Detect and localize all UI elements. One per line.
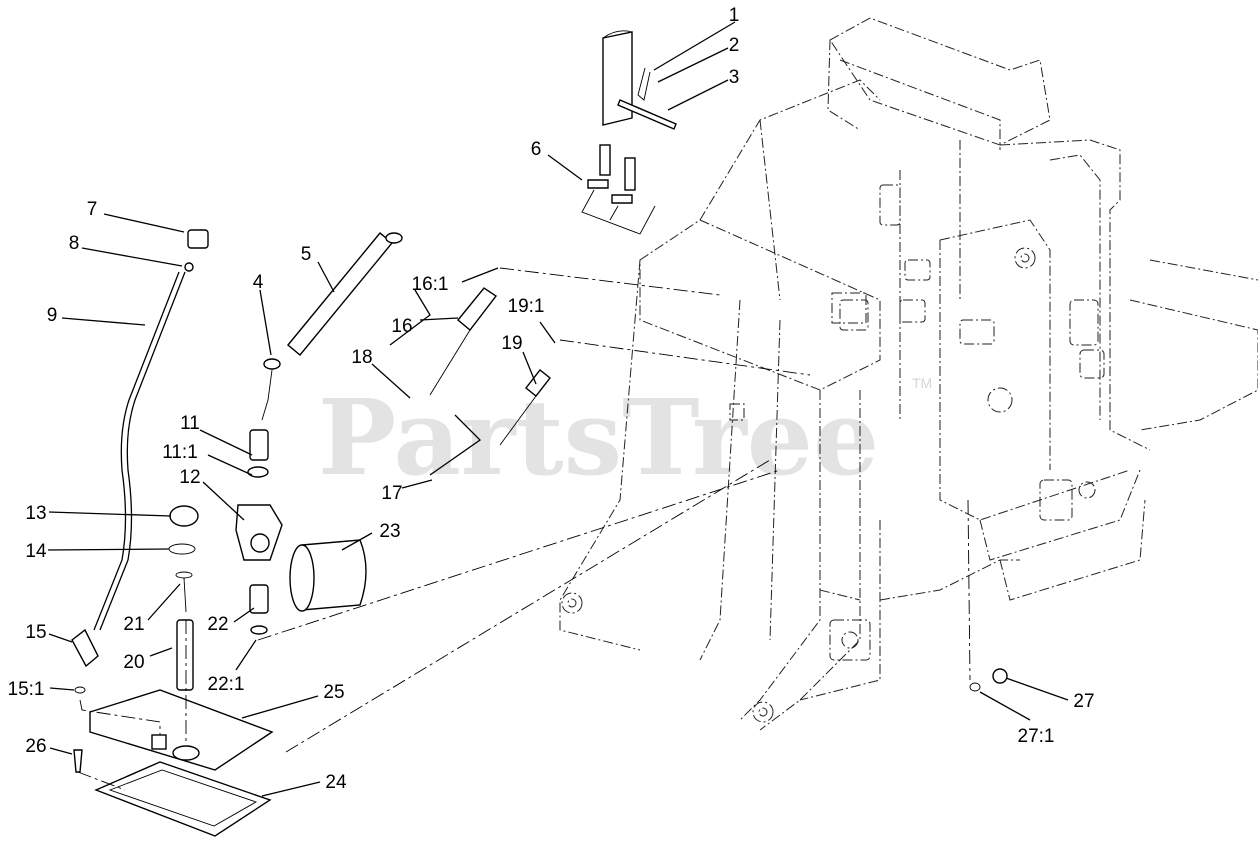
callout-15-1[interactable]: 15:1 <box>8 679 45 700</box>
callout-14[interactable]: 14 <box>25 541 47 562</box>
callout-16-1[interactable]: 16:1 <box>412 274 449 295</box>
callout-18[interactable]: 18 <box>351 347 372 368</box>
callout-19[interactable]: 19 <box>501 333 522 354</box>
callout-25[interactable]: 25 <box>323 682 344 703</box>
part-art <box>71 30 1008 837</box>
callout-19-1[interactable]: 19:1 <box>508 296 545 317</box>
callout-labels: 1 2 3 6 7 8 9 5 4 16:1 19:1 16 19 18 17 … <box>8 5 1095 793</box>
watermark-trademark: TM <box>912 375 932 391</box>
callout-11[interactable]: 11 <box>180 413 200 434</box>
callout-17[interactable]: 17 <box>381 483 402 504</box>
callout-27-1[interactable]: 27:1 <box>1018 726 1055 747</box>
callout-23[interactable]: 23 <box>379 521 400 542</box>
callout-9[interactable]: 9 <box>47 305 58 326</box>
callout-6[interactable]: 6 <box>531 139 542 160</box>
callout-2[interactable]: 2 <box>729 35 740 56</box>
callout-15[interactable]: 15 <box>25 622 46 643</box>
callout-16[interactable]: 16 <box>391 316 412 337</box>
callout-1[interactable]: 1 <box>729 5 740 26</box>
callout-4[interactable]: 4 <box>253 272 264 293</box>
callout-13[interactable]: 13 <box>25 503 46 524</box>
callout-3[interactable]: 3 <box>729 67 740 88</box>
callout-12[interactable]: 12 <box>179 467 200 488</box>
callout-22[interactable]: 22 <box>207 614 228 635</box>
watermark-text: PartsTree <box>318 376 879 499</box>
callout-26[interactable]: 26 <box>25 736 46 757</box>
watermark: PartsTree TM <box>318 375 932 499</box>
callout-27[interactable]: 27 <box>1073 691 1094 712</box>
callout-11-1[interactable]: 11:1 <box>162 442 198 463</box>
callout-20[interactable]: 20 <box>123 652 144 673</box>
callout-5[interactable]: 5 <box>301 244 312 265</box>
callout-8[interactable]: 8 <box>69 233 80 254</box>
leader-lines <box>47 21 1069 797</box>
machine-frame <box>559 17 1258 731</box>
callout-7[interactable]: 7 <box>87 199 98 220</box>
callout-22-1[interactable]: 22:1 <box>208 674 245 695</box>
callout-24[interactable]: 24 <box>325 772 347 793</box>
callout-21[interactable]: 21 <box>123 614 144 635</box>
